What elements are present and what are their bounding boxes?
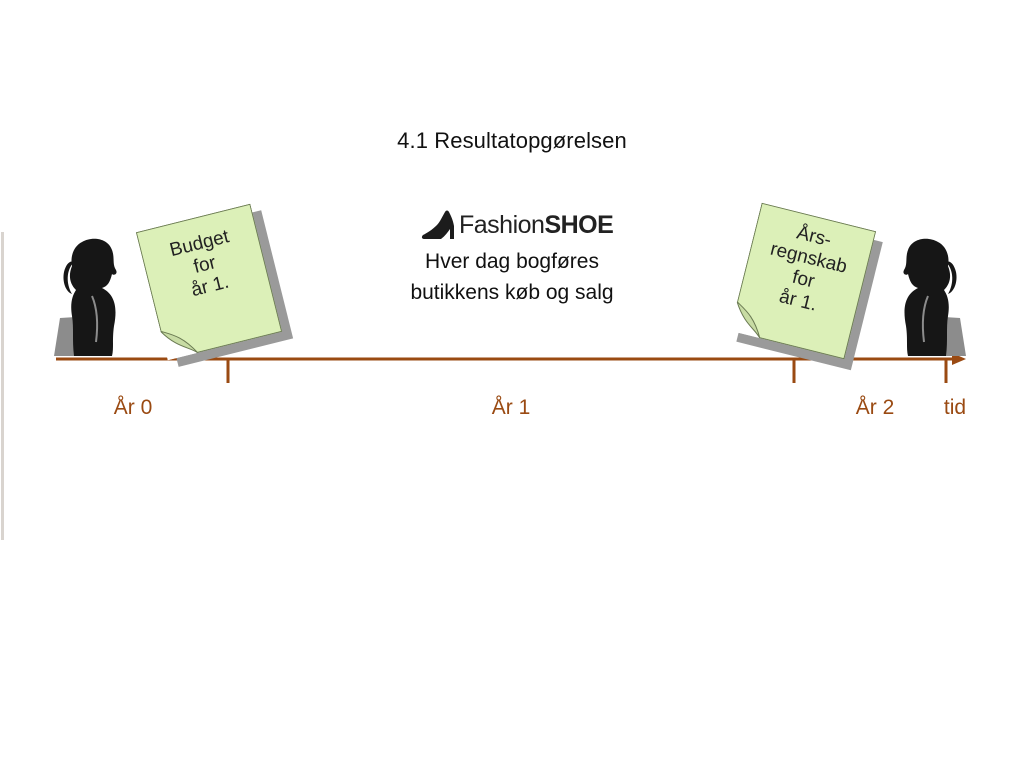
slide-title: 4.1 Resultatopgørelsen <box>397 128 627 153</box>
budget-note: Budget for år 1. <box>136 204 294 367</box>
label-year-2: År 2 <box>855 396 895 419</box>
label-axis-tid: tid <box>943 396 967 419</box>
description-line-1: Hver dag bogføres <box>425 250 599 273</box>
high-heel-shoe-icon <box>421 210 454 239</box>
label-year-1: År 1 <box>491 396 531 419</box>
woman-silhouette-icon <box>903 238 966 356</box>
description-line-2: butikkens køb og salg <box>410 281 614 304</box>
label-year-0: År 0 <box>113 396 153 419</box>
page-curl-icon <box>729 301 761 339</box>
logo-text-fashion: Fashion <box>459 210 545 239</box>
aarsregnskab-note: Års- regnskab for år 1. <box>729 203 883 371</box>
description-text: Hver dag bogføres butikkens køb og salg <box>340 246 684 308</box>
slide-left-border <box>1 232 4 540</box>
logo-text-shoe: SHOE <box>544 210 614 239</box>
fashionshoe-logo: FashionSHOE <box>421 206 614 244</box>
page-curl-icon <box>160 330 198 361</box>
woman-silhouette-icon <box>54 238 117 356</box>
